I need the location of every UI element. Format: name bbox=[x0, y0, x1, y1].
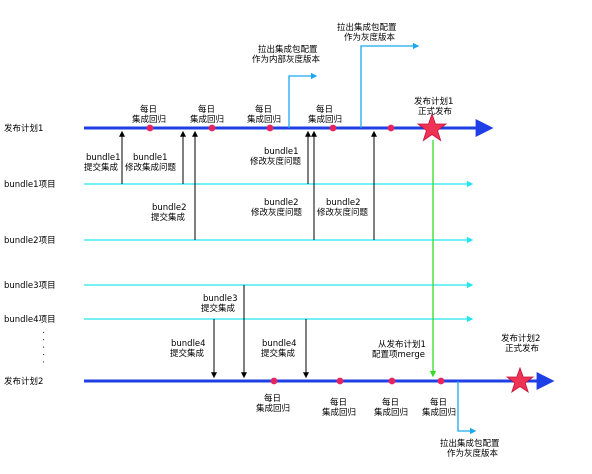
daily-label-line1: 每日 bbox=[198, 104, 215, 115]
plan1-release-star-icon bbox=[416, 112, 448, 142]
pre-release-dot bbox=[387, 124, 395, 132]
plan1-daily-label: 每日 集成回归 bbox=[190, 104, 224, 125]
annotation-line2: 提交集成 bbox=[170, 348, 205, 359]
annotation-line1: 拉出集成包配置 bbox=[258, 44, 318, 55]
pull-gray-bottom-arrow bbox=[457, 381, 477, 435]
daily-label-line2: 集成回归 bbox=[247, 114, 281, 125]
annotation-line1: bundle4 bbox=[262, 339, 297, 349]
annotation-line2: 作为灰度版本 bbox=[447, 448, 499, 459]
lane-label-bundle3: bundle3项目 bbox=[4, 281, 56, 291]
annotation-line2: 提交集成 bbox=[151, 212, 186, 223]
daily-label-line1: 每日 bbox=[430, 397, 447, 408]
lane-label-bundle1: bundle1项目 bbox=[4, 180, 56, 190]
daily-dot bbox=[146, 124, 154, 132]
annotation-bundle2-gray-fix-b: bundle2 修改灰度问题 bbox=[317, 198, 369, 218]
annotation-pull-gray-bottom: 拉出集成包配置 作为灰度版本 bbox=[440, 438, 500, 459]
annotation-bundle1-fix: bundle1 修改集成问题 bbox=[125, 153, 177, 173]
daily-dot bbox=[208, 124, 216, 132]
annotation-line2: 提交集成 bbox=[201, 303, 236, 314]
plan1-daily-label: 每日 集成回归 bbox=[308, 104, 342, 125]
plan2-release-star-icon bbox=[505, 366, 535, 393]
annotation-line1: 拉出集成包配置 bbox=[440, 438, 500, 449]
lane-label-bundle2: bundle2项目 bbox=[4, 236, 56, 246]
plan1-daily-label: 每日 集成回归 bbox=[247, 104, 281, 125]
annotation-line2: 修改灰度问题 bbox=[250, 156, 302, 167]
daily-label-line2: 集成回归 bbox=[308, 114, 342, 125]
plan2-daily-label: 每日 集成回归 bbox=[422, 397, 456, 418]
lane-label-plan2: 发布计划2 bbox=[4, 376, 43, 387]
annotation-line2: 修改灰度问题 bbox=[251, 207, 303, 218]
annotation-line2: 配置项merge bbox=[372, 350, 425, 360]
lane-label-bundle4: bundle4项目 bbox=[4, 315, 56, 325]
daily-label-line1: 每日 bbox=[140, 104, 157, 115]
annotation-bundle1-submit: bundle1 提交集成 bbox=[84, 153, 121, 173]
plan2-daily-label: 每日 集成回归 bbox=[374, 397, 408, 418]
annotation-line2: 修改集成问题 bbox=[125, 162, 177, 173]
daily-label-line2: 集成回归 bbox=[374, 407, 408, 418]
annotation-bundle4-submit: bundle4 提交集成 bbox=[170, 339, 206, 359]
daily-label-line2: 集成回归 bbox=[256, 403, 290, 414]
annotation-line1: bundle2 bbox=[152, 203, 187, 213]
annotation-line2: 提交集成 bbox=[261, 348, 296, 359]
annotation-line1: 发布计划2 bbox=[501, 333, 540, 344]
annotation-line2: 修改灰度问题 bbox=[317, 207, 369, 218]
daily-dot bbox=[336, 377, 344, 385]
annotation-line1: 拉出集成包配置 bbox=[337, 22, 397, 33]
annotation-line1: 从发布计划1 bbox=[378, 339, 426, 350]
lane-ellipsis: . . . . . bbox=[40, 331, 50, 364]
daily-dot bbox=[266, 124, 274, 132]
daily-label-line1: 每日 bbox=[264, 393, 281, 404]
annotation-line2: 作为内部灰度版本 bbox=[252, 54, 321, 65]
annotation-line1: bundle1 bbox=[86, 153, 121, 163]
annotation-bundle2-submit: bundle2 提交集成 bbox=[151, 203, 187, 223]
daily-dot bbox=[270, 377, 278, 385]
annotation-line1: bundle1 bbox=[264, 147, 299, 157]
annotation-bundle4-submit-b: bundle4 提交集成 bbox=[261, 339, 297, 359]
annotation-line1: bundle4 bbox=[171, 339, 206, 349]
annotation-line1: bundle2 bbox=[264, 198, 299, 208]
annotation-bundle1-gray-fix: bundle1 修改灰度问题 bbox=[250, 147, 302, 167]
daily-label-line1: 每日 bbox=[382, 397, 399, 408]
daily-label-line2: 集成回归 bbox=[132, 114, 166, 125]
lane-label-plan1: 发布计划1 bbox=[4, 123, 43, 134]
annotation-line2: 正式发布 bbox=[418, 106, 452, 117]
daily-dot bbox=[329, 124, 337, 132]
annotation-bundle2-gray-fix-a: bundle2 修改灰度问题 bbox=[251, 198, 303, 218]
plan1-daily-label: 每日 集成回归 bbox=[132, 104, 166, 125]
annotation-pull-gray-top: 拉出集成包配置 作为灰度版本 bbox=[337, 22, 397, 43]
annotation-line1: 发布计划1 bbox=[414, 96, 453, 107]
annotation-pull-internal: 拉出集成包配置 作为内部灰度版本 bbox=[252, 44, 321, 65]
annotation-line1: bundle2 bbox=[326, 198, 361, 208]
annotation-plan2-release: 发布计划2 正式发布 bbox=[501, 333, 540, 354]
plan2-daily-dots bbox=[270, 377, 445, 385]
annotation-line1: bundle3 bbox=[203, 294, 238, 304]
pull-gray-top-arrow bbox=[360, 42, 420, 128]
annotation-bundle3-submit: bundle3 提交集成 bbox=[201, 294, 238, 314]
daily-label-line1: 每日 bbox=[316, 104, 333, 115]
pull-internal-arrow bbox=[288, 72, 318, 128]
daily-label-line2: 集成回归 bbox=[322, 407, 356, 418]
annotation-line2: 正式发布 bbox=[505, 343, 539, 354]
plan2-daily-label: 每日 集成回归 bbox=[256, 393, 290, 414]
daily-label-line1: 每日 bbox=[255, 104, 272, 115]
annotation-plan1-release: 发布计划1 正式发布 bbox=[414, 96, 453, 117]
daily-label-line2: 集成回归 bbox=[422, 407, 456, 418]
plan1-daily-dots bbox=[146, 124, 395, 132]
daily-label-line1: 每日 bbox=[330, 397, 347, 408]
annotation-line2: 作为灰度版本 bbox=[344, 32, 396, 43]
daily-dot bbox=[388, 377, 396, 385]
daily-label-line2: 集成回归 bbox=[190, 114, 224, 125]
plan2-daily-label: 每日 集成回归 bbox=[322, 397, 356, 418]
annotation-merge: 从发布计划1 配置项merge bbox=[372, 339, 426, 360]
annotation-line2: 提交集成 bbox=[84, 162, 119, 173]
annotation-line1: bundle1 bbox=[133, 153, 168, 163]
daily-dot bbox=[437, 377, 445, 385]
